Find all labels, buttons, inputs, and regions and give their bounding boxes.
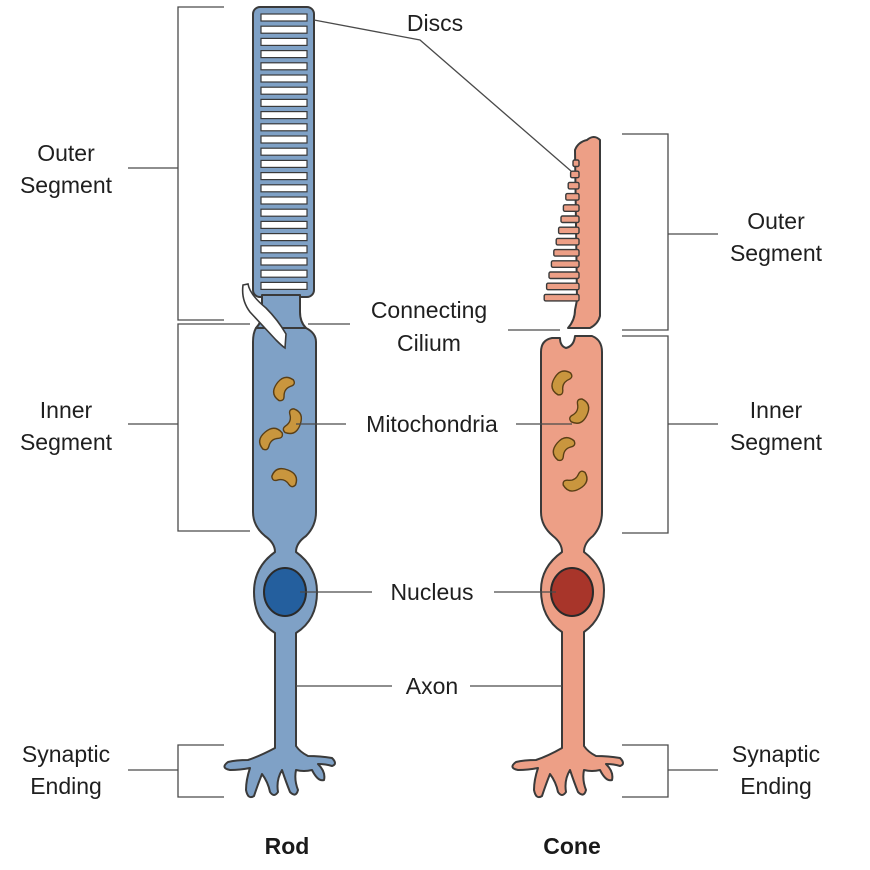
rod-disc	[260, 184, 308, 193]
cone-disc	[543, 293, 580, 302]
label-mitochondria: Mitochondria	[366, 411, 498, 437]
mitochondrion	[569, 398, 590, 424]
label-cone-synaptic-2: Ending	[740, 773, 812, 799]
cone-outer-bracket	[622, 133, 669, 331]
rod-disc	[260, 98, 308, 108]
rod-disc	[260, 196, 308, 205]
rod-disc	[260, 74, 308, 83]
cone-disc	[572, 159, 580, 168]
title-cone: Cone	[543, 833, 601, 859]
cone-disc	[567, 181, 580, 190]
rod-disc	[260, 208, 308, 217]
rod-discs	[260, 13, 308, 290]
mitochondrion	[271, 467, 298, 488]
cone-nucleus	[550, 567, 594, 617]
brackets	[128, 6, 718, 798]
label-rod-synaptic-1: Synaptic	[22, 741, 110, 767]
cone-disc	[557, 226, 580, 235]
mitochondrion	[551, 370, 573, 396]
label-axon: Axon	[406, 673, 458, 699]
rod-connecting-cilium	[241, 283, 287, 350]
rod-disc	[260, 123, 308, 132]
cone-disc	[560, 215, 580, 224]
rod-disc	[260, 269, 308, 278]
mitochondrion	[552, 436, 576, 462]
rod-disc	[260, 13, 308, 22]
rod-disc	[260, 220, 308, 229]
rod-disc	[260, 25, 308, 34]
rod-inner-body	[223, 327, 336, 799]
cone-synaptic-bracket	[622, 744, 669, 798]
rod-disc	[260, 172, 308, 181]
rod-disc	[260, 86, 308, 95]
cone-disc	[555, 237, 580, 246]
leader-lines	[296, 19, 572, 687]
label-cilium: Cilium	[397, 330, 461, 356]
cone-disc	[545, 282, 580, 291]
cone-discs	[543, 159, 580, 302]
rod-disc	[260, 62, 308, 71]
label-rod-outer-2: Segment	[20, 172, 113, 198]
rod-disc	[260, 49, 308, 59]
label-cone-inner-2: Segment	[730, 429, 823, 455]
rod-cell	[223, 6, 336, 799]
label-rod-outer-1: Outer	[37, 140, 95, 166]
cone-disc	[553, 248, 580, 257]
rod-disc	[260, 37, 308, 47]
cone-mitochondria	[551, 370, 590, 492]
mitochondrion	[272, 376, 295, 402]
mitochondrion	[562, 470, 588, 492]
cone-inner-body	[511, 335, 624, 799]
rod-outer-bracket	[177, 6, 224, 321]
rod-disc	[260, 135, 308, 144]
cone-disc	[565, 192, 580, 201]
mitochondrion	[258, 427, 284, 451]
label-connecting: Connecting	[371, 297, 487, 323]
cone-inner-bracket	[622, 335, 669, 534]
cone-disc	[562, 204, 580, 213]
label-rod-inner-2: Segment	[20, 429, 113, 455]
rod-inner-bracket	[177, 323, 250, 532]
rod-disc	[260, 233, 308, 242]
rod-mitochondria	[258, 376, 303, 488]
label-rod-inner-1: Inner	[40, 397, 93, 423]
cone-cell	[511, 136, 624, 799]
rod-disc	[260, 281, 308, 290]
label-cone-inner-1: Inner	[750, 397, 803, 423]
discs-leader	[313, 19, 572, 172]
rod-disc	[260, 245, 308, 254]
label-rod-synaptic-2: Ending	[30, 773, 102, 799]
title-rod: Rod	[265, 833, 310, 859]
label-nucleus: Nucleus	[390, 579, 473, 605]
mitochondrion	[282, 408, 303, 435]
rod-synaptic-bracket	[177, 744, 224, 798]
cone-disc	[569, 170, 580, 179]
cone-disc	[550, 260, 580, 268]
rod-nucleus	[263, 567, 307, 617]
label-cone-synaptic-1: Synaptic	[732, 741, 820, 767]
rod-disc	[260, 147, 308, 156]
label-discs: Discs	[407, 10, 463, 36]
label-cone-outer-2: Segment	[730, 240, 823, 266]
cone-disc	[548, 271, 580, 280]
labels: Discs Connecting Cilium Mitochondria Nuc…	[20, 10, 823, 859]
rod-disc	[260, 159, 308, 168]
rod-disc	[260, 257, 308, 266]
rod-disc	[260, 110, 308, 120]
label-cone-outer-1: Outer	[747, 208, 805, 234]
